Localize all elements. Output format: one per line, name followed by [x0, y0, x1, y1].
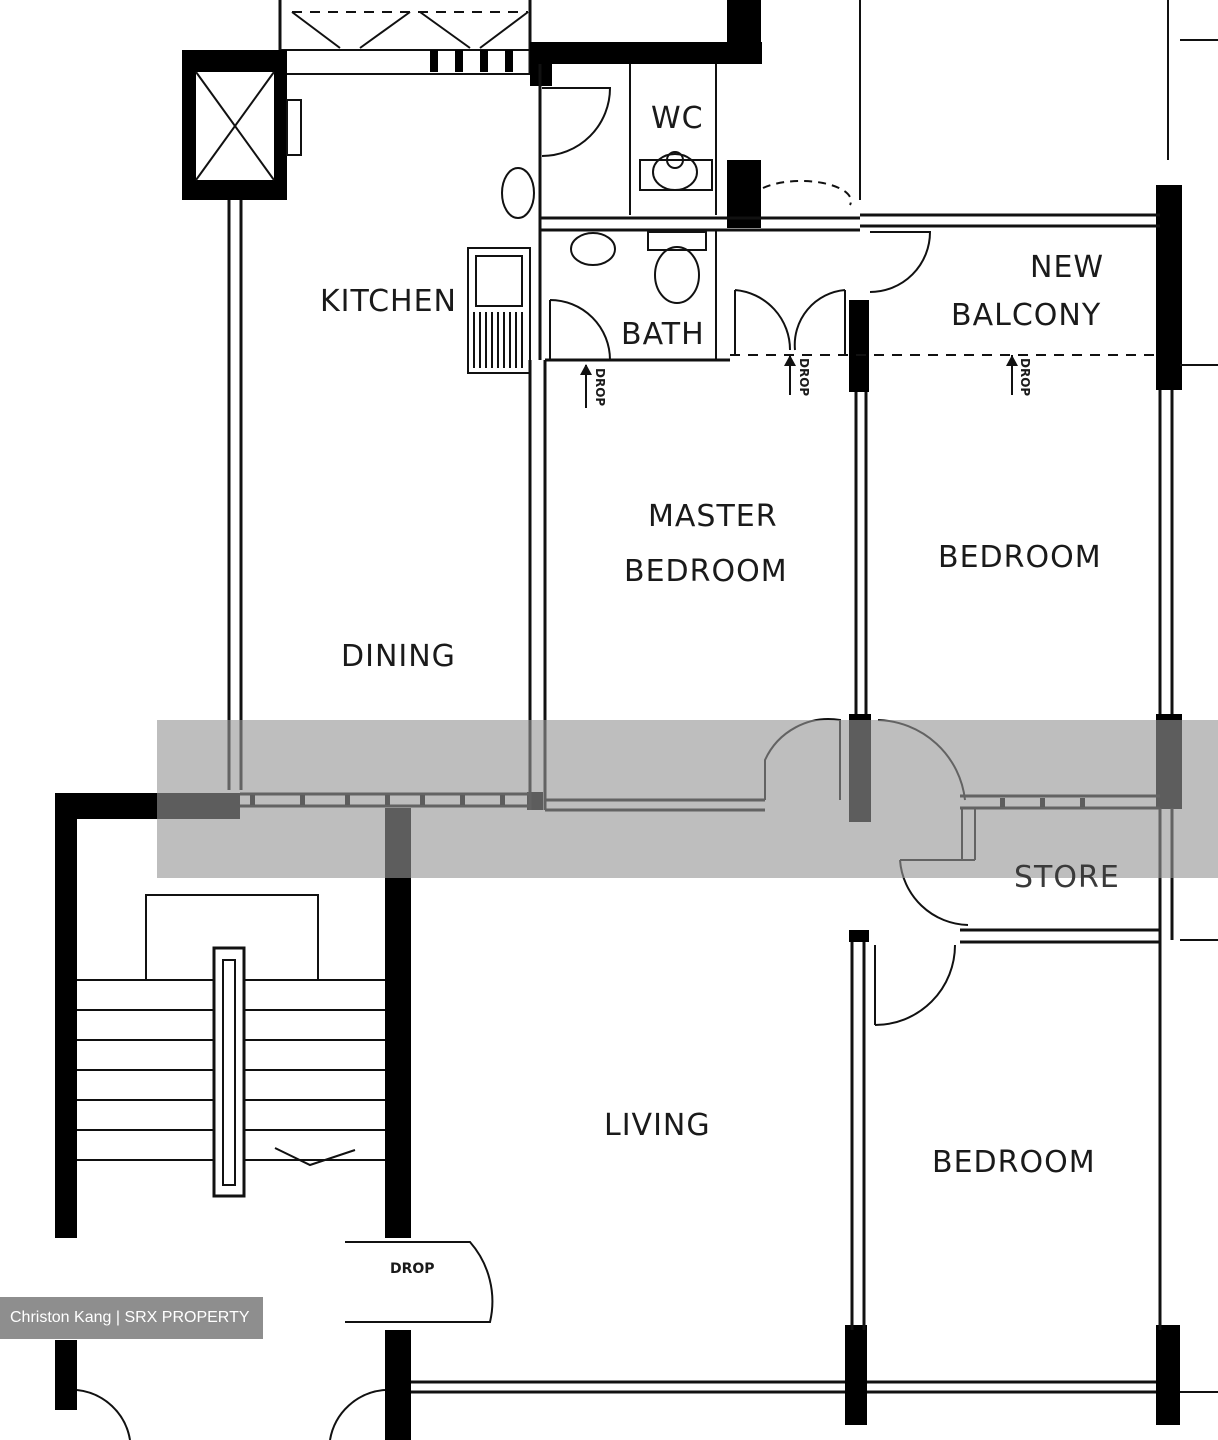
svg-text:DROP: DROP: [797, 358, 811, 396]
label-living: LIVING: [604, 1108, 711, 1143]
svg-text:DROP: DROP: [1018, 358, 1032, 396]
kitchen-basin: [501, 167, 535, 219]
label-dining: DINING: [341, 639, 456, 674]
kitchen-ledge: [278, 0, 540, 75]
kitchen-sink: [467, 247, 531, 374]
drop-marker-1: DROP: [580, 364, 607, 408]
label-bedroom-2: BEDROOM: [932, 1145, 1096, 1180]
label-kitchen: KITCHEN: [320, 284, 457, 319]
label-new-balcony-1: NEW: [1030, 250, 1104, 285]
label-bath: BATH: [621, 317, 705, 352]
bath-toilet: [647, 231, 707, 304]
drop-marker-4: DROP: [390, 1261, 435, 1277]
partition-walls: [227, 0, 1218, 1394]
drop-marker-3: DROP: [1006, 355, 1032, 396]
label-master-bedroom-1: MASTER: [648, 499, 778, 534]
highlight-band: [157, 720, 1218, 878]
service-duct: [182, 50, 302, 200]
drop-marker-2: DROP: [784, 355, 811, 396]
label-new-balcony-2: BALCONY: [951, 298, 1101, 333]
watermark: Christon Kang | SRX PROPERTY: [0, 1297, 263, 1339]
bath-basin: [570, 232, 616, 266]
label-bedroom-1: BEDROOM: [938, 540, 1102, 575]
label-wc: WC: [651, 101, 704, 136]
wc-toilet: [639, 151, 713, 191]
staircase: [77, 894, 385, 1198]
svg-text:DROP: DROP: [593, 368, 607, 406]
label-master-bedroom-2: BEDROOM: [624, 554, 788, 589]
